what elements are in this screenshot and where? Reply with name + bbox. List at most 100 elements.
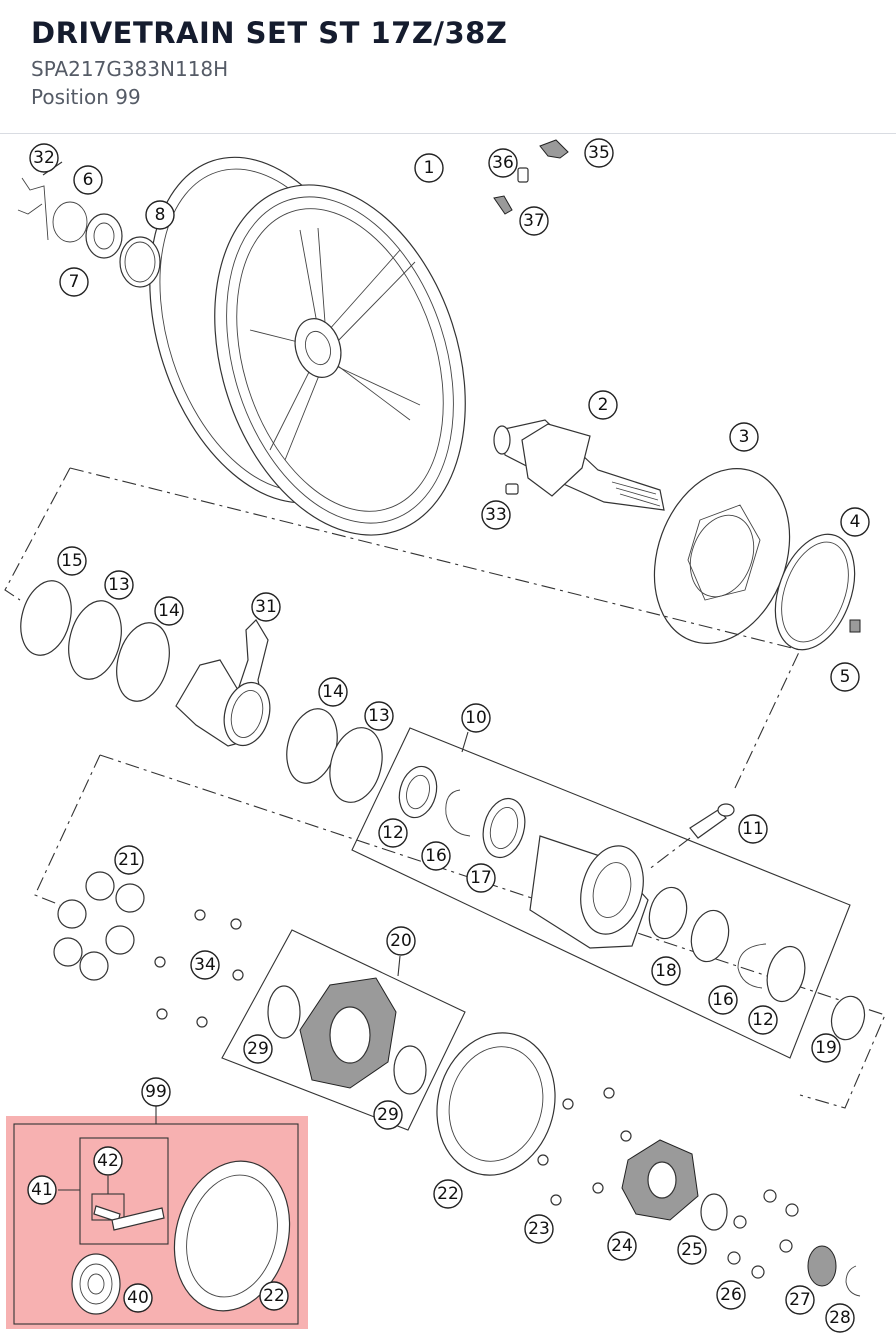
svg-text:11: 11 [742, 819, 764, 839]
callout-11[interactable]: 11 [738, 814, 768, 844]
svg-text:23: 23 [528, 1219, 550, 1239]
callout-35[interactable]: 35 [584, 138, 614, 168]
callout-10[interactable]: 10 [461, 703, 491, 733]
callout-15[interactable]: 15 [57, 546, 87, 576]
svg-text:29: 29 [247, 1039, 269, 1059]
page-header: DRIVETRAIN SET ST 17Z/38Z SPA217G383N118… [0, 0, 896, 134]
svg-text:32: 32 [33, 148, 55, 168]
svg-text:12: 12 [752, 1010, 774, 1030]
svg-text:41: 41 [31, 1180, 53, 1200]
callout-13[interactable]: 13 [104, 570, 134, 600]
sprocket-carrier [267, 977, 427, 1095]
front-sprocket [71, 1253, 121, 1315]
callout-31[interactable]: 31 [251, 592, 281, 622]
callout-16[interactable]: 16 [708, 985, 738, 1015]
svg-text:29: 29 [377, 1105, 399, 1125]
svg-text:37: 37 [523, 211, 545, 231]
callout-34[interactable]: 34 [190, 950, 220, 980]
callout-29[interactable]: 29 [373, 1100, 403, 1130]
brake-disc [653, 468, 791, 644]
svg-text:14: 14 [322, 682, 344, 702]
svg-text:99: 99 [145, 1082, 167, 1102]
svg-text:16: 16 [425, 846, 447, 866]
callout-1[interactable]: 1 [414, 153, 444, 183]
callout-17[interactable]: 17 [466, 863, 496, 893]
rear-sprocket-38z [173, 1160, 291, 1312]
svg-text:21: 21 [118, 850, 140, 870]
svg-text:13: 13 [368, 706, 390, 726]
spacer-19 [830, 995, 866, 1041]
axle-flange [493, 419, 665, 511]
callout-41[interactable]: 41 [27, 1175, 57, 1205]
callout-24[interactable]: 24 [607, 1231, 637, 1261]
callout-4[interactable]: 4 [840, 507, 870, 537]
callout-3[interactable]: 3 [729, 422, 759, 452]
callout-20[interactable]: 20 [386, 926, 416, 956]
callout-25[interactable]: 25 [677, 1235, 707, 1265]
svg-text:1: 1 [424, 158, 435, 178]
callout-23[interactable]: 23 [524, 1214, 554, 1244]
chain [93, 1205, 165, 1231]
callout-2[interactable]: 2 [588, 390, 618, 420]
svg-text:40: 40 [127, 1288, 149, 1308]
svg-text:7: 7 [69, 272, 80, 292]
svg-text:20: 20 [390, 931, 412, 951]
callout-14[interactable]: 14 [154, 596, 184, 626]
callout-36[interactable]: 36 [488, 148, 518, 178]
callout-8[interactable]: 8 [145, 200, 175, 230]
callout-6[interactable]: 6 [73, 165, 103, 195]
callout-21[interactable]: 21 [114, 845, 144, 875]
callout-26[interactable]: 26 [716, 1280, 746, 1310]
group-box-41 [79, 1137, 169, 1245]
callout-33[interactable]: 33 [481, 500, 511, 530]
svg-text:10: 10 [465, 708, 487, 728]
cush-drive-dampers [53, 871, 145, 981]
svg-text:33: 33 [485, 505, 507, 525]
callout-29[interactable]: 29 [243, 1034, 273, 1064]
callout-22[interactable]: 22 [433, 1179, 463, 1209]
callout-32[interactable]: 32 [29, 143, 59, 173]
callout-42[interactable]: 42 [93, 1146, 123, 1176]
group-line-upper [4, 467, 801, 789]
callout-16[interactable]: 16 [421, 841, 451, 871]
caliper-carrier [175, 619, 271, 747]
svg-text:13: 13 [108, 575, 130, 595]
callout-37[interactable]: 37 [519, 206, 549, 236]
bolt-11 [647, 803, 735, 871]
svg-text:24: 24 [611, 1236, 633, 1256]
group-box-99 [13, 1123, 299, 1325]
callout-12[interactable]: 12 [748, 1005, 778, 1035]
callout-7[interactable]: 7 [59, 267, 89, 297]
svg-text:31: 31 [255, 597, 277, 617]
rear-sprocket [436, 1032, 556, 1176]
callout-13[interactable]: 13 [364, 701, 394, 731]
svg-text:6: 6 [83, 170, 94, 190]
callout-18[interactable]: 18 [651, 956, 681, 986]
svg-text:8: 8 [155, 205, 166, 225]
callout-19[interactable]: 19 [811, 1033, 841, 1063]
svg-text:19: 19 [815, 1038, 837, 1058]
svg-text:36: 36 [492, 153, 514, 173]
callout-12[interactable]: 12 [378, 818, 408, 848]
callout-22[interactable]: 22 [259, 1281, 289, 1311]
nuts-26 [727, 1189, 799, 1279]
svg-text:2: 2 [598, 395, 609, 415]
callout-14[interactable]: 14 [318, 677, 348, 707]
bolts-34 [154, 909, 244, 1028]
callout-99[interactable]: 99 [141, 1077, 171, 1107]
nuts-23 [537, 1087, 632, 1206]
svg-text:12: 12 [382, 823, 404, 843]
group-box-20 [221, 929, 466, 1131]
svg-text:34: 34 [194, 955, 216, 975]
svg-text:25: 25 [681, 1240, 703, 1260]
callout-27[interactable]: 27 [785, 1285, 815, 1315]
washer-25 [700, 1193, 728, 1231]
abs-ring [774, 533, 861, 651]
callout-28[interactable]: 28 [825, 1303, 855, 1333]
svg-text:4: 4 [850, 512, 861, 532]
callout-40[interactable]: 40 [123, 1283, 153, 1313]
svg-text:27: 27 [789, 1290, 811, 1310]
svg-text:17: 17 [470, 868, 492, 888]
callout-5[interactable]: 5 [830, 662, 860, 692]
svg-text:35: 35 [588, 143, 610, 163]
